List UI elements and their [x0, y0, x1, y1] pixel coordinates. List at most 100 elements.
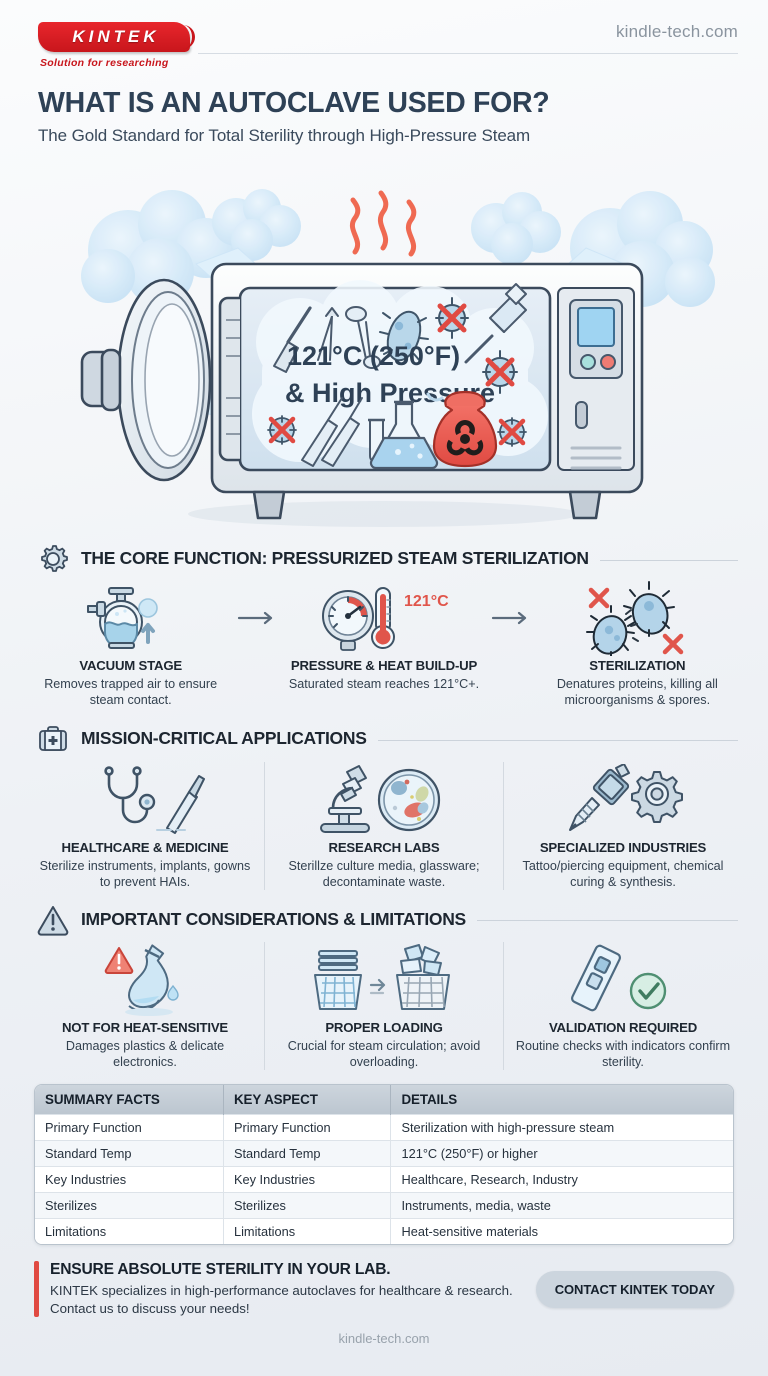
- section-header-core-function: THE CORE FUNCTION: PRESSURIZED STEAM STE…: [0, 542, 768, 576]
- flow-step-desc: Denatures proteins, killing all microorg…: [556, 676, 718, 707]
- flow-arrow-1-icon: [235, 580, 279, 656]
- limit-card-heat-sensitive: NOT FOR HEAT-SENSITIVE Damages plastics …: [26, 942, 264, 1070]
- flow-step-vacuum: VACUUM STAGE Removes trapped air to ensu…: [26, 580, 235, 708]
- header-divider: [198, 53, 738, 54]
- flow-step-title: PRESSURE & HEAT BUILD-UP: [290, 657, 478, 673]
- tattoo-machine-gear-icon: [558, 762, 688, 838]
- site-url: kindle-tech.com: [615, 22, 738, 41]
- header-right: kindle-tech.com: [198, 22, 738, 54]
- logo-badge: KINTEK: [38, 22, 195, 52]
- table-cell-key: Primary Function: [223, 1114, 392, 1141]
- indicator-strip-check-icon: [563, 942, 683, 1018]
- summary-table-wrapper: SUMMARY FACTS KEY ASPECT DETAILS Primary…: [34, 1084, 734, 1246]
- app-title: SPECIALIZED INDUSTRIES: [539, 839, 707, 855]
- brand-logo: KINTEK Solution for researching: [38, 22, 198, 69]
- logo-tagline: Solution for researching: [40, 57, 169, 69]
- cta-block: ENSURE ABSOLUTE STERILITY IN YOUR LAB. K…: [34, 1261, 734, 1317]
- biohazard-symbol: [446, 419, 484, 456]
- section-header-applications: MISSION-CRITICAL APPLICATIONS: [0, 722, 768, 756]
- warning-badge: [104, 947, 134, 975]
- flow-step-sterilization: STERILIZATION Denatures proteins, killin…: [533, 580, 742, 708]
- table-cell-aspect: Sterilizes: [35, 1192, 224, 1219]
- page-title: WHAT IS AN AUTOCLAVE USED FOR?: [38, 87, 550, 119]
- table-cell-details: Instruments, media, waste: [390, 1192, 733, 1219]
- table-cell-key: Key Industries: [223, 1166, 392, 1193]
- section-header-considerations: IMPORTANT CONSIDERATIONS & LIMITATIONS: [0, 902, 768, 936]
- table-cell-key: Limitations: [223, 1218, 392, 1245]
- virus-crossed-icon-4: [497, 416, 527, 447]
- table-cell-key: Standard Temp: [223, 1140, 392, 1167]
- page-subtitle: The Gold Standard for Total Sterility th…: [38, 125, 531, 145]
- thermometer: [370, 586, 395, 649]
- title-block: WHAT IS AN AUTOCLAVE USED FOR? The Gold …: [0, 76, 768, 146]
- flow-arrow-2-icon: [489, 580, 533, 656]
- ground-shadow: [188, 500, 580, 527]
- table-cell-details: Heat-sensitive materials: [390, 1218, 733, 1245]
- bacteria-icon-top: [379, 310, 429, 362]
- table-header-row: SUMMARY FACTS KEY ASPECT DETAILS: [35, 1085, 733, 1115]
- table-cell-key: Sterilizes: [223, 1192, 392, 1219]
- table-row: Key Industries Key Industries Healthcare…: [35, 1166, 733, 1193]
- table-cell-details: Sterilization with high-pressure steam: [390, 1114, 733, 1141]
- limit-desc: Damages plastics & delicate electronics.: [65, 1039, 225, 1070]
- limit-title: NOT FOR HEAT-SENSITIVE: [61, 1020, 229, 1036]
- section-title: IMPORTANT CONSIDERATIONS & LIMITATIONS: [81, 908, 466, 929]
- virus-crossed-icon-2: [482, 349, 518, 394]
- limit-card-validation: VALIDATION REQUIRED Routine checks with …: [503, 942, 742, 1071]
- cta-accent-bar: [34, 1261, 39, 1317]
- medical-kit-icon: [36, 722, 70, 756]
- flask-icon: [369, 400, 439, 469]
- core-function-flow: VACUUM STAGE Removes trapped air to ensu…: [0, 580, 768, 708]
- cta-body: KINTEK specializes in high-performance a…: [50, 1283, 513, 1316]
- app-card-healthcare: HEALTHCARE & MEDICINE Sterilize instrume…: [26, 762, 264, 890]
- warning-triangle-icon: [36, 902, 70, 936]
- summary-table: SUMMARY FACTS KEY ASPECT DETAILS Primary…: [35, 1085, 733, 1245]
- vacuum-pump-icon: [83, 580, 179, 656]
- table-head: SUMMARY FACTS KEY ASPECT DETAILS: [35, 1085, 733, 1115]
- flow-step-desc: Removes trapped air to ensure steam cont…: [44, 676, 218, 707]
- arrow-icon: [369, 979, 386, 995]
- app-title: RESEARCH LABS: [328, 839, 440, 855]
- syringe-icon: [464, 282, 527, 364]
- table-cell-aspect: Key Industries: [35, 1166, 224, 1193]
- cta-title: ENSURE ABSOLUTE STERILITY IN YOUR LAB.: [50, 1261, 391, 1279]
- table-row: Standard Temp Standard Temp 121°C (250°F…: [35, 1140, 733, 1167]
- table-row: Sterilizes Sterilizes Instruments, media…: [35, 1192, 733, 1219]
- check-badge: [629, 973, 667, 1010]
- table-header-cell: KEY ASPECT: [223, 1085, 392, 1115]
- footer-url: kindle-tech.com: [338, 1330, 430, 1346]
- limit-title: VALIDATION REQUIRED: [548, 1020, 698, 1036]
- temperature-badge: 121°C: [404, 593, 449, 610]
- considerations-columns: NOT FOR HEAT-SENSITIVE Damages plastics …: [0, 942, 768, 1071]
- microbes-killed-icon: [577, 580, 697, 656]
- app-card-research: RESEARCH LABS Sterillze culture media, g…: [264, 761, 503, 891]
- table-cell-aspect: Primary Function: [35, 1114, 224, 1141]
- section-divider: [476, 920, 738, 922]
- limit-desc: Crucial for steam circulation; avoid ove…: [287, 1039, 481, 1070]
- petri-dish: [377, 768, 441, 832]
- section-title: THE CORE FUNCTION: PRESSURIZED STEAM STE…: [81, 548, 589, 569]
- melting-plastic-bottle-icon: [85, 942, 205, 1018]
- steam-swirl: [426, 392, 444, 402]
- contact-button[interactable]: CONTACT KINTEK TODAY: [535, 1270, 734, 1308]
- heat-wave-icons: [349, 190, 417, 257]
- app-desc: Tattoo/piercing equipment, chemical curi…: [522, 858, 724, 890]
- app-card-industries: SPECIALIZED INDUSTRIES Tattoo/piercing e…: [503, 761, 742, 891]
- gear-icon: [36, 542, 70, 576]
- table-body: Primary Function Primary Function Steril…: [35, 1114, 733, 1245]
- table-cell-details: Healthcare, Research, Industry: [390, 1166, 733, 1193]
- stethoscope-scalpel-icon: [85, 762, 205, 838]
- table-row: Primary Function Primary Function Steril…: [35, 1114, 733, 1141]
- limit-card-loading: PROPER LOADING Crucial for steam circula…: [264, 942, 503, 1071]
- table-cell-aspect: Limitations: [35, 1218, 224, 1245]
- scalpel-icons-bottom: [301, 396, 363, 467]
- flow-step-title: STERILIZATION: [589, 657, 686, 673]
- app-desc: Sterilize instruments, implants, gowns t…: [39, 858, 251, 890]
- table-header-cell: DETAILS: [390, 1085, 733, 1115]
- red-x-marks: [589, 587, 684, 655]
- table-cell-aspect: Standard Temp: [35, 1140, 224, 1167]
- page-header: KINTEK Solution for researching kindle-t…: [0, 0, 768, 76]
- virus-crossed-icon-3: [267, 414, 297, 445]
- section-divider: [599, 559, 738, 561]
